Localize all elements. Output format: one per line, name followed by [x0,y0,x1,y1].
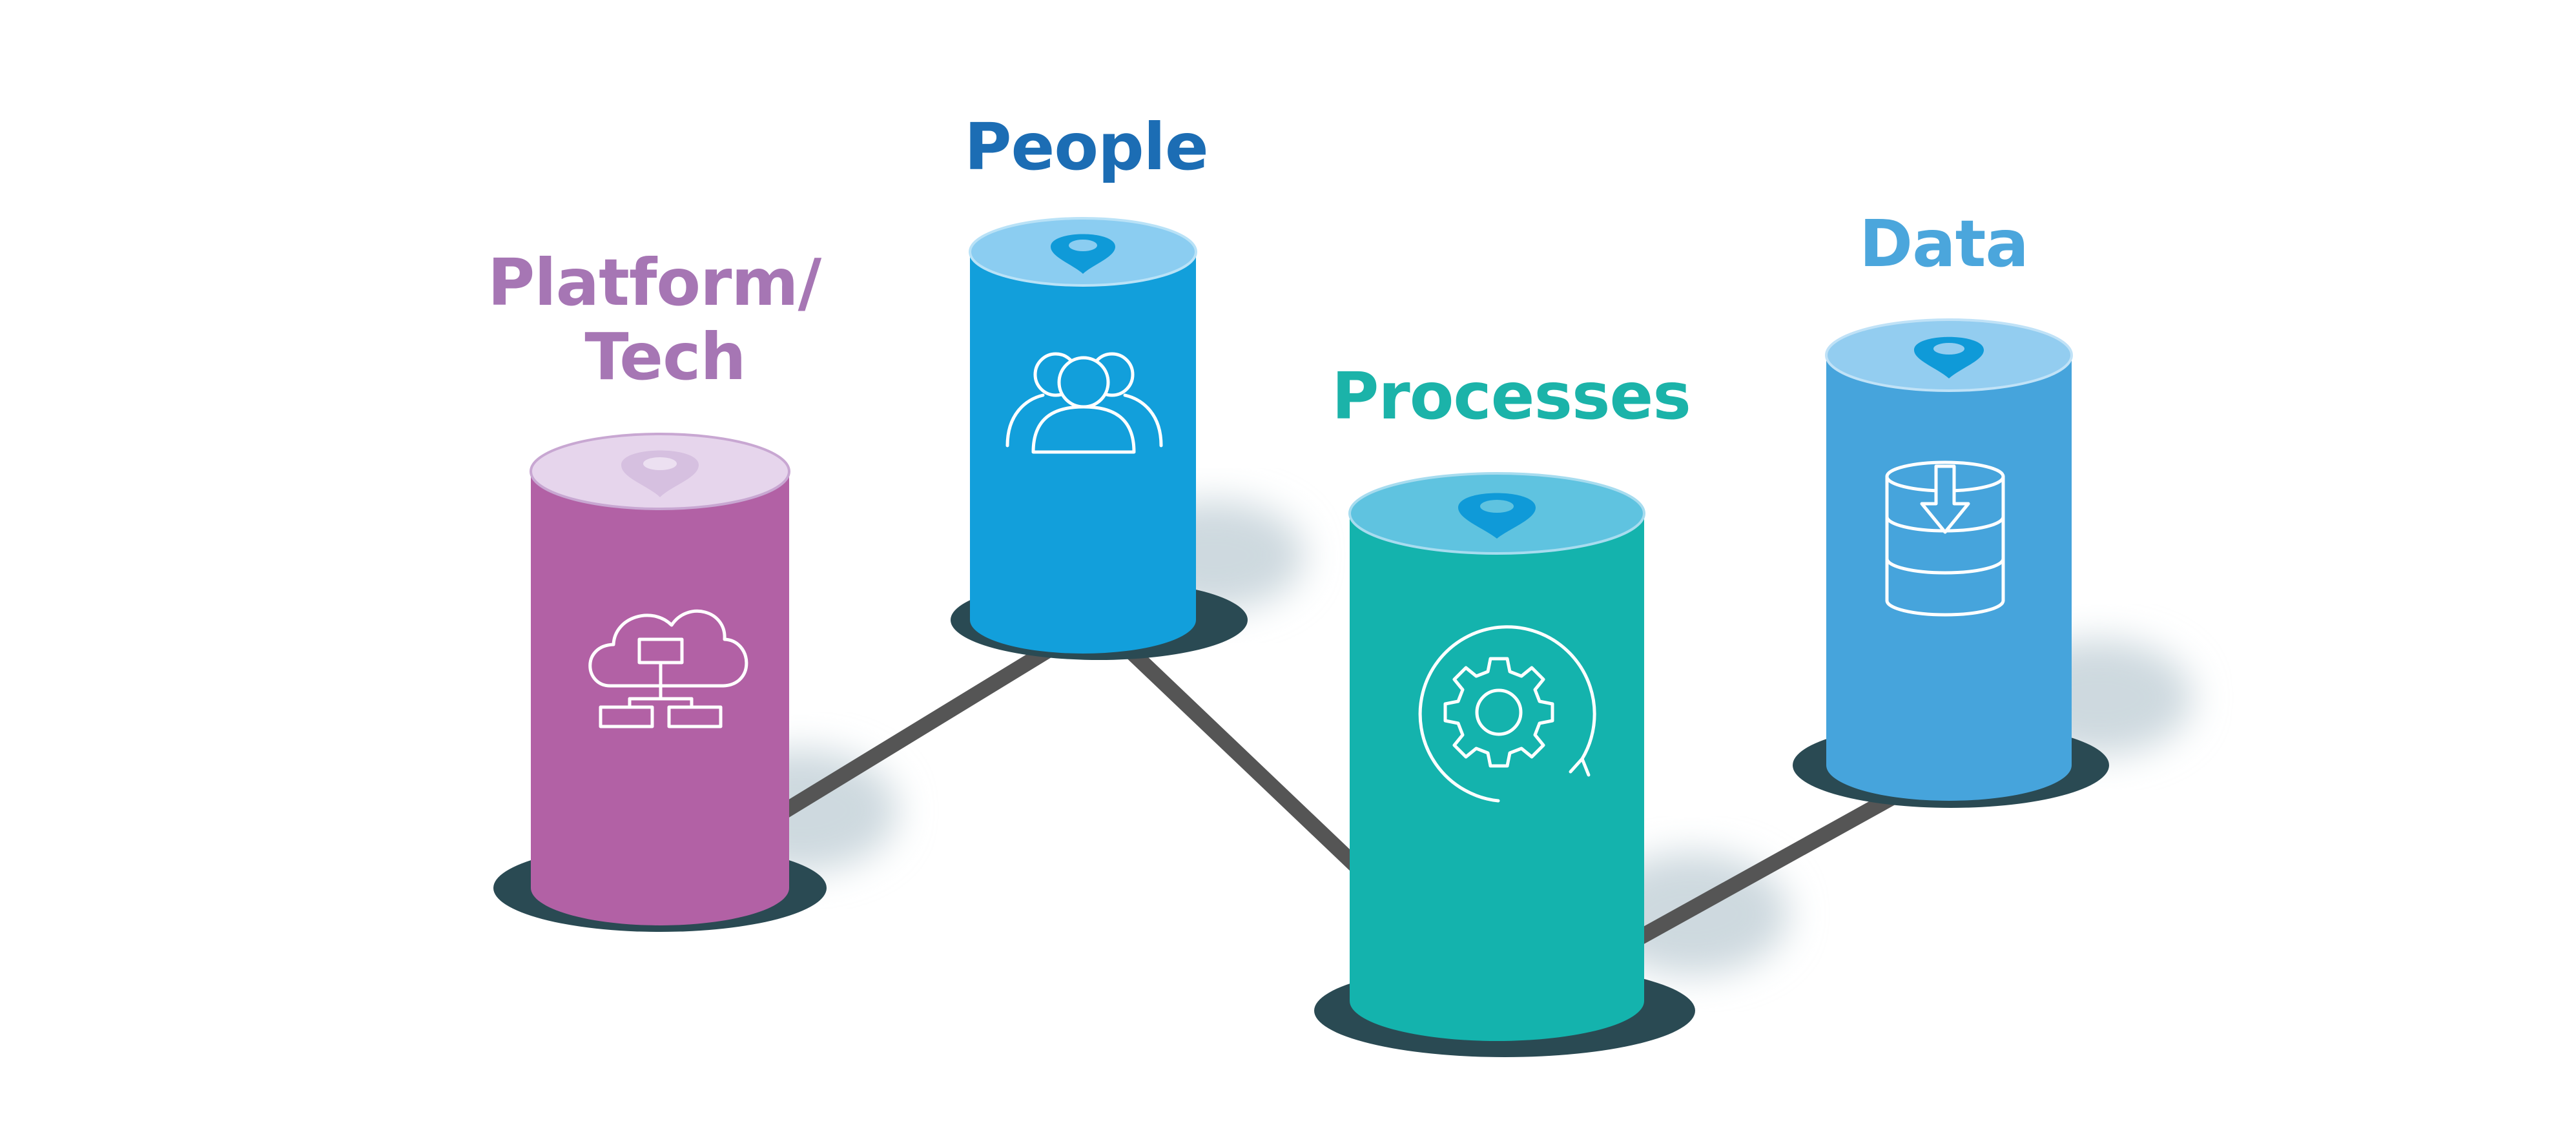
label-platform-line-2: Tech [584,319,745,395]
location-marker-icon [1051,234,1115,274]
location-marker-dot [643,457,677,470]
pillar-platform-tech [530,433,790,925]
cloud-network-icon [588,609,748,728]
pillar-people [969,217,1197,654]
location-marker-dot [1933,343,1964,355]
location-marker-icon [1458,493,1536,539]
cylinder-body [1826,355,2072,801]
label-data: Data [1859,206,2028,282]
label-platform-line-1: Platform/ [488,245,822,320]
label-platform-tech: Platform/ Tech [488,245,843,395]
pillar-labels: Platform/ Tech People Processes Data [488,109,2029,434]
pillar-data [1825,318,2073,801]
label-processes: Processes [1332,358,1691,434]
people-group-icon [1005,352,1163,454]
cylinder-body [1350,513,1644,1041]
gear-cycle-icon [1418,625,1596,803]
location-marker-icon [1914,336,1984,378]
location-marker-icon [621,450,699,497]
pillar-processes [1348,472,1645,1041]
location-marker-dot [1480,500,1514,513]
label-people: People [964,109,1208,185]
location-marker-dot [1069,240,1097,251]
database-download-icon [1885,460,2005,617]
